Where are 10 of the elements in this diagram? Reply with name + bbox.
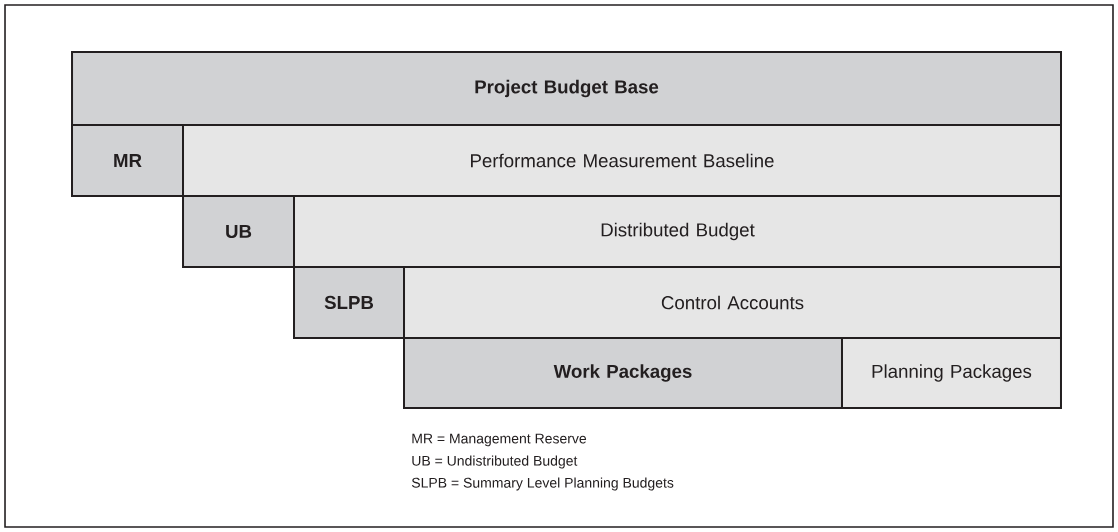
budget-box: Performance Measurement Baseline [182, 124, 1062, 197]
budget-box: SLPB [293, 266, 405, 339]
budget-box: Work Packages [403, 337, 843, 409]
budget-box: UB [182, 195, 295, 268]
legend-note: SLPB = Summary Level Planning Budgets [411, 477, 674, 491]
legend-note: UB = Undistributed Budget [412, 455, 578, 469]
budget-box: Planning Packages [841, 337, 1062, 409]
budget-box: MR [71, 124, 184, 197]
legend-note: MR = Management Reserve [412, 433, 587, 447]
budget-box: Distributed Budget [293, 195, 1062, 268]
